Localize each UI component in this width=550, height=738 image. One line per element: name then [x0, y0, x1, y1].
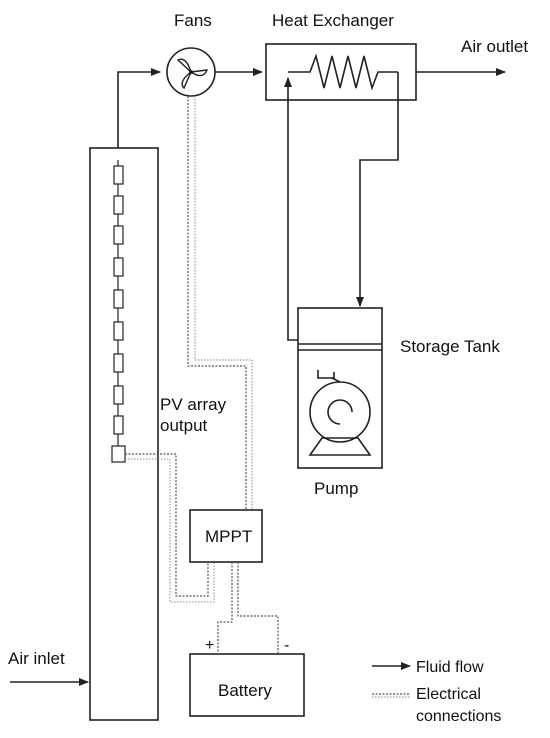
heat-exchanger-label: Heat Exchanger [272, 11, 394, 30]
mppt-label: MPPT [205, 527, 252, 546]
air-flow-to-fan [117, 68, 161, 148]
mppt-box [189, 509, 263, 563]
fans-label: Fans [174, 11, 212, 30]
electrical-mppt-to-battery [217, 562, 279, 654]
battery-box [189, 653, 305, 717]
battery-minus-label: - [284, 637, 289, 654]
fan-icon [166, 47, 216, 97]
electrical-fan-to-mppt [187, 96, 253, 510]
legend-fluid-flow-label: Fluid flow [416, 659, 484, 676]
pv-cells [111, 160, 126, 463]
pv-array-output-label-2: output [160, 416, 208, 435]
electrical-pv-to-mppt [125, 453, 215, 603]
legend-electrical-label-1: Electrical [416, 686, 481, 703]
air-inlet-label: Air inlet [8, 649, 65, 668]
battery-label: Battery [218, 681, 272, 700]
air-outlet-label: Air outlet [461, 37, 528, 56]
pv-collector [89, 147, 159, 721]
pump-label: Pump [314, 479, 358, 498]
storage-tank [297, 307, 383, 469]
fluid-supply-pipe [356, 72, 399, 307]
legend [372, 662, 411, 698]
storage-tank-label: Storage Tank [400, 337, 500, 356]
heat-exchanger [265, 43, 417, 101]
battery-plus-label: + [205, 637, 214, 654]
legend-electrical-label-2: connections [416, 708, 501, 725]
pump-icon [308, 370, 372, 456]
pv-array-output-label-1: PV array [160, 395, 227, 414]
